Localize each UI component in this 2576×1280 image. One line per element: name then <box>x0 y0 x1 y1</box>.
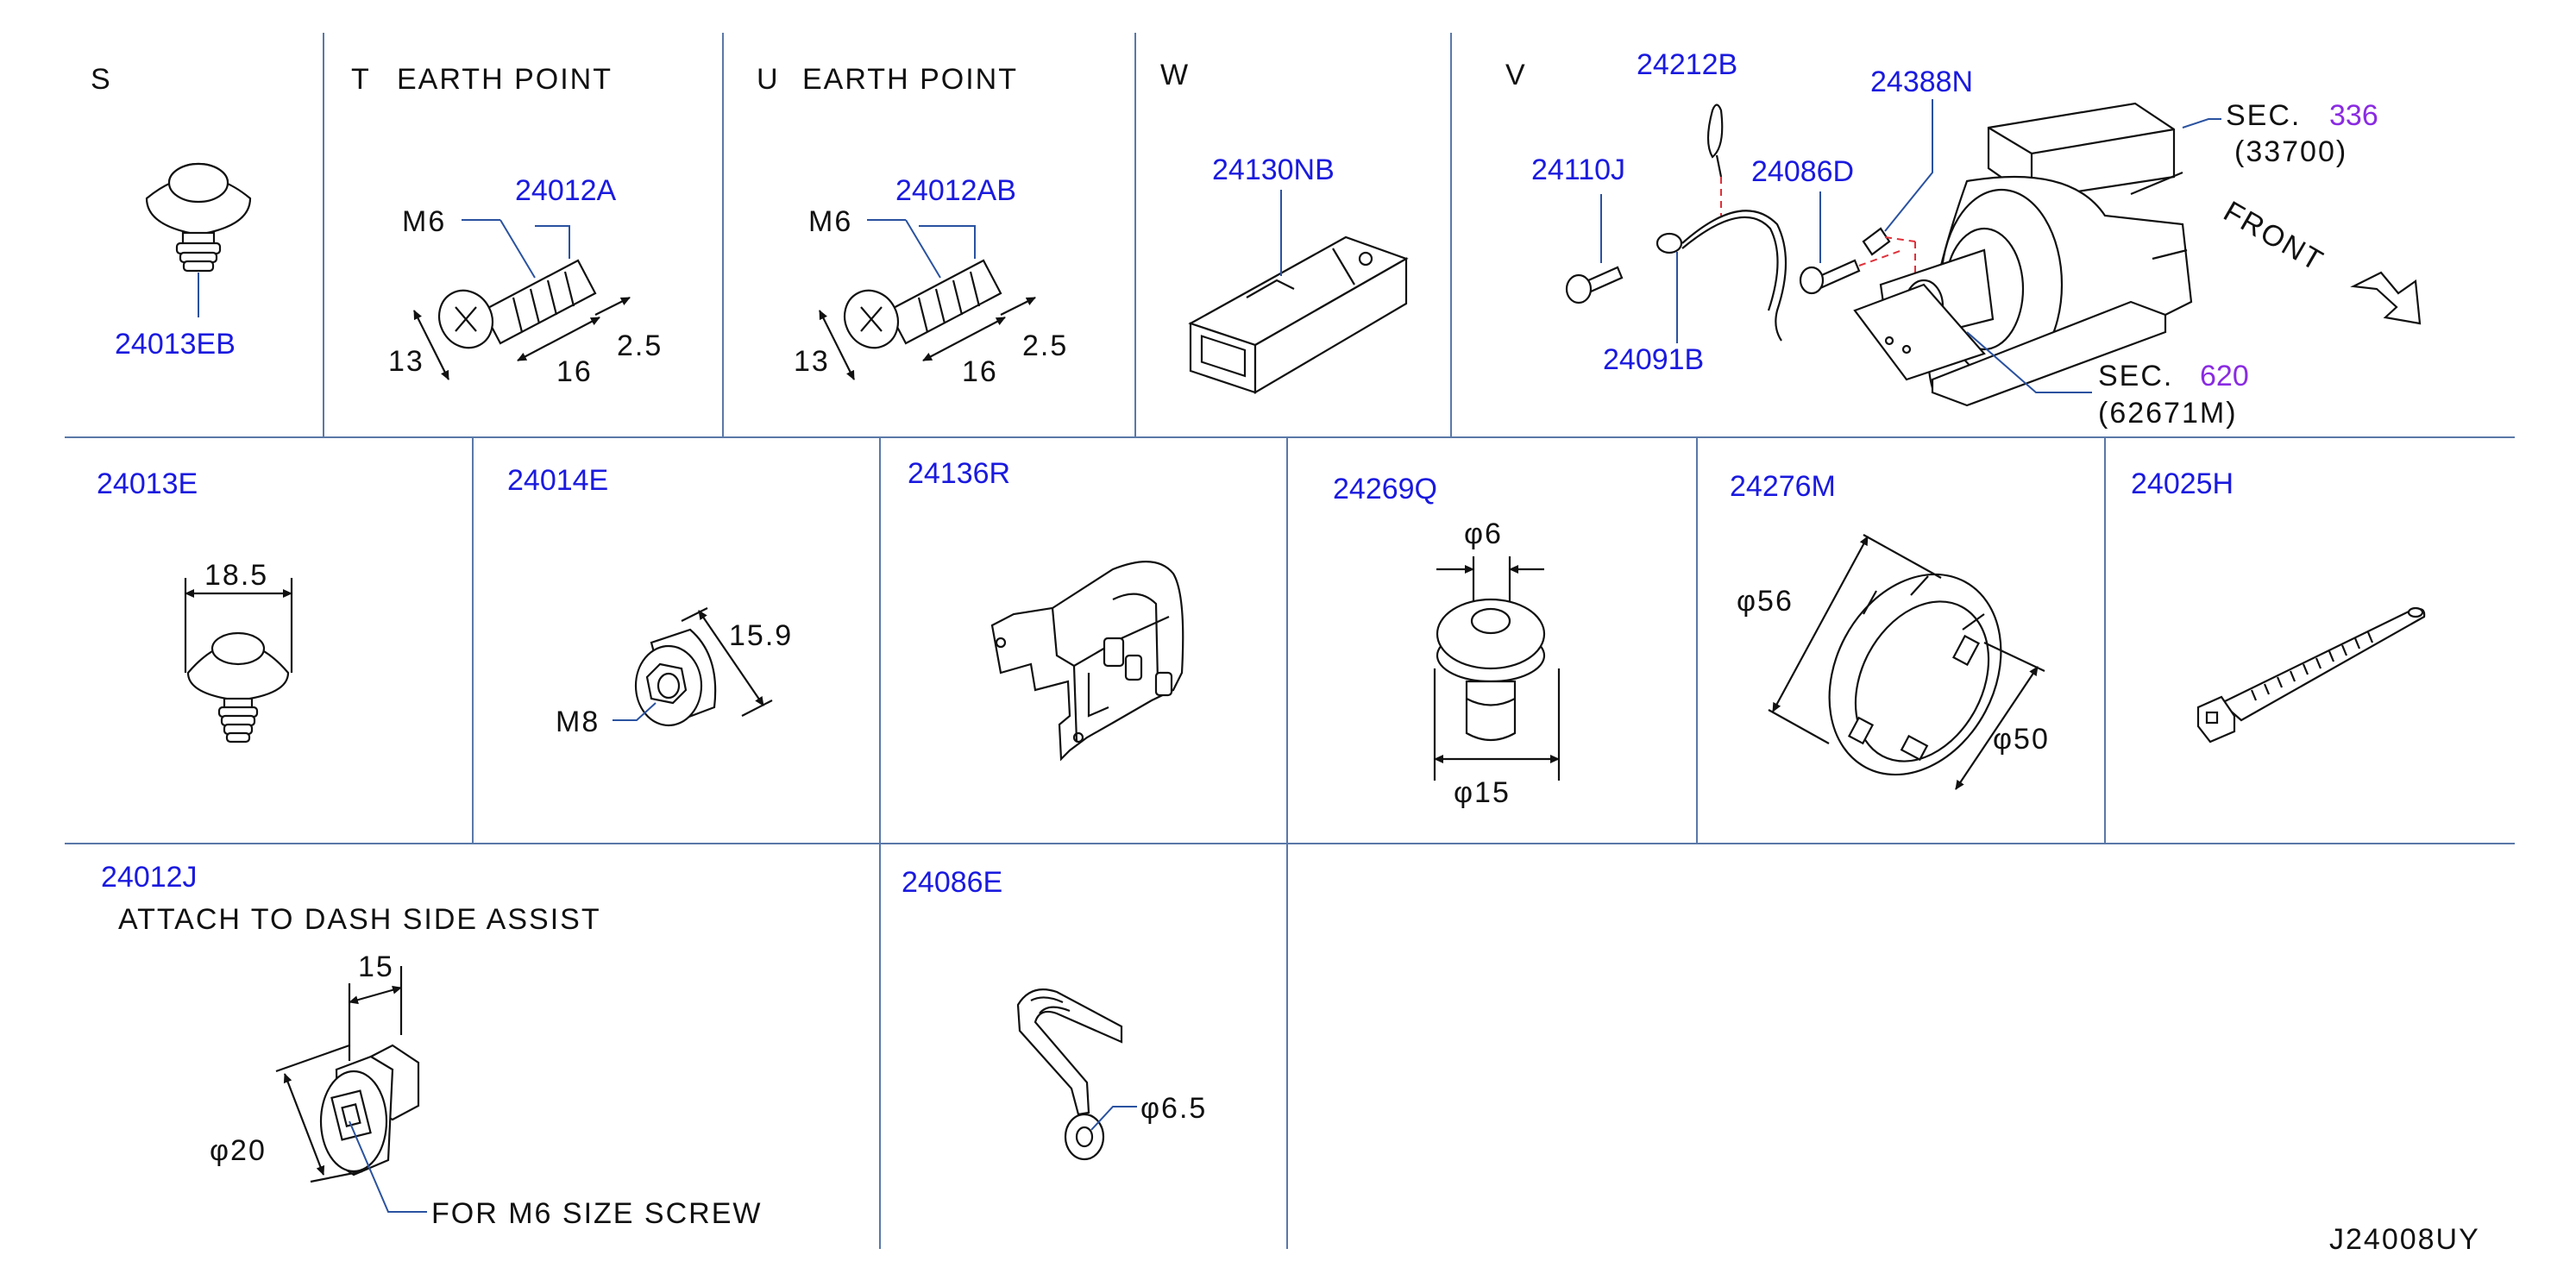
part-number-24269q: 24269Q <box>1333 473 1437 505</box>
cell-title-u: EARTH POINT <box>802 63 1018 96</box>
cell-letter-t: T <box>351 63 371 96</box>
part-number-24013e: 24013E <box>97 467 198 500</box>
cell-24269q: 24269Q φ6 φ15 <box>1333 473 1561 809</box>
cell-24086e: 24086E φ6.5 <box>902 866 1207 1161</box>
sec-label-1: SEC. <box>2226 99 2301 132</box>
note-attach: ATTACH TO DASH SIDE ASSIST <box>118 903 601 936</box>
dim-phi20: φ20 <box>210 1134 267 1167</box>
front-label: FRONT <box>2218 195 2329 278</box>
dim-u-13: 13 <box>794 345 830 378</box>
clip-24013e-drawing <box>186 631 290 744</box>
harness-drawing <box>1565 99 1933 343</box>
cell-24276m: 24276M φ56 φ50 <box>1730 470 2050 790</box>
grid-lines <box>65 33 2515 1249</box>
bolt-24012a-drawing <box>413 219 631 380</box>
thread-size-u: M6 <box>808 205 852 238</box>
clamp-24086e-drawing <box>1016 988 1123 1161</box>
grommet-24269q-drawing <box>1436 598 1546 742</box>
part-number-24014e: 24014E <box>507 464 608 497</box>
clip-24013eb-drawing <box>145 162 252 317</box>
sec-number-620: 620 <box>2200 360 2249 392</box>
part-number-24086d: 24086D <box>1751 155 1854 188</box>
part-number-24212b: 24212B <box>1637 48 1737 81</box>
dim-t-2-5: 2.5 <box>617 329 663 362</box>
dim-15-9: 15.9 <box>729 619 793 652</box>
sec-number-336: 336 <box>2329 99 2378 132</box>
cell-24013e: 24013E 18.5 <box>97 467 293 744</box>
cell-letter-s: S <box>91 63 112 96</box>
transmission-drawing <box>1853 102 2193 407</box>
part-number-24013eb: 24013EB <box>115 328 236 361</box>
part-number-24012j: 24012J <box>101 861 198 894</box>
sec-label-2: SEC. <box>2098 360 2173 392</box>
nut-24012j-drawing <box>319 1044 420 1176</box>
dim-phi6: φ6 <box>1464 518 1503 550</box>
bracket-24136r-drawing <box>990 561 1184 762</box>
dim-t-13: 13 <box>388 345 424 378</box>
dim-phi15: φ15 <box>1454 776 1511 809</box>
cell-w: W 24130NB <box>1160 59 1409 394</box>
callout-m6-screw: FOR M6 SIZE SCREW <box>431 1197 762 1230</box>
cell-t: T EARTH POINT 24012A M6 13 16 2.5 <box>351 63 663 388</box>
part-number-24276m: 24276M <box>1730 470 1836 503</box>
sec-sub-62671m: (62671M) <box>2098 397 2238 430</box>
dim-phi6-5: φ6.5 <box>1140 1092 1207 1125</box>
part-number-24130nb: 24130NB <box>1212 154 1335 186</box>
cell-v: V 24212B 24388N 24110J 24086D 24091B <box>1505 48 2422 430</box>
cell-24025h: 24025H <box>2131 467 2426 744</box>
cell-24012j: 24012J ATTACH TO DASH SIDE ASSIST 15 φ20… <box>101 861 762 1230</box>
front-arrow-icon <box>2350 271 2422 325</box>
cell-title-t: EARTH POINT <box>397 63 613 96</box>
cell-letter-v: V <box>1505 59 1527 91</box>
cell-s: S 24013EB <box>91 63 252 361</box>
cell-letter-w: W <box>1160 59 1190 91</box>
dim-18-5: 18.5 <box>204 559 268 592</box>
thread-size-t: M6 <box>402 205 446 238</box>
part-number-24012a: 24012A <box>515 174 617 207</box>
dim-15: 15 <box>358 951 394 983</box>
part-number-24136r: 24136R <box>908 457 1010 490</box>
bolt-24012ab-drawing <box>819 219 1036 380</box>
part-number-24388n: 24388N <box>1870 66 1973 98</box>
sec-sub-33700: (33700) <box>2234 135 2347 168</box>
sec-callouts <box>1966 118 2221 393</box>
cell-24014e: 24014E 15.9 M8 <box>507 464 793 738</box>
cell-u: U EARTH POINT 24012AB M6 13 16 2.5 <box>757 63 1068 388</box>
dim-u-16: 16 <box>962 355 998 388</box>
cell-24136r: 24136R <box>908 457 1184 762</box>
connector-24130nb-drawing <box>1188 190 1409 394</box>
part-number-24091b: 24091B <box>1603 343 1704 376</box>
thread-m8: M8 <box>556 706 600 738</box>
dim-t-16: 16 <box>556 355 593 388</box>
cable-tie-24025h-drawing <box>2196 606 2426 744</box>
part-number-24086e: 24086E <box>902 866 1002 899</box>
dim-phi50: φ50 <box>1993 723 2050 756</box>
diagram-code: J24008UY <box>2329 1223 2480 1256</box>
dim-u-2-5: 2.5 <box>1022 329 1068 362</box>
part-number-24025h: 24025H <box>2131 467 2234 500</box>
part-number-24110j: 24110J <box>1531 154 1625 186</box>
part-number-24012ab: 24012AB <box>895 174 1016 207</box>
ring-24276m-drawing <box>1828 573 2002 776</box>
dim-phi56: φ56 <box>1737 585 1794 618</box>
cell-letter-u: U <box>757 63 780 96</box>
